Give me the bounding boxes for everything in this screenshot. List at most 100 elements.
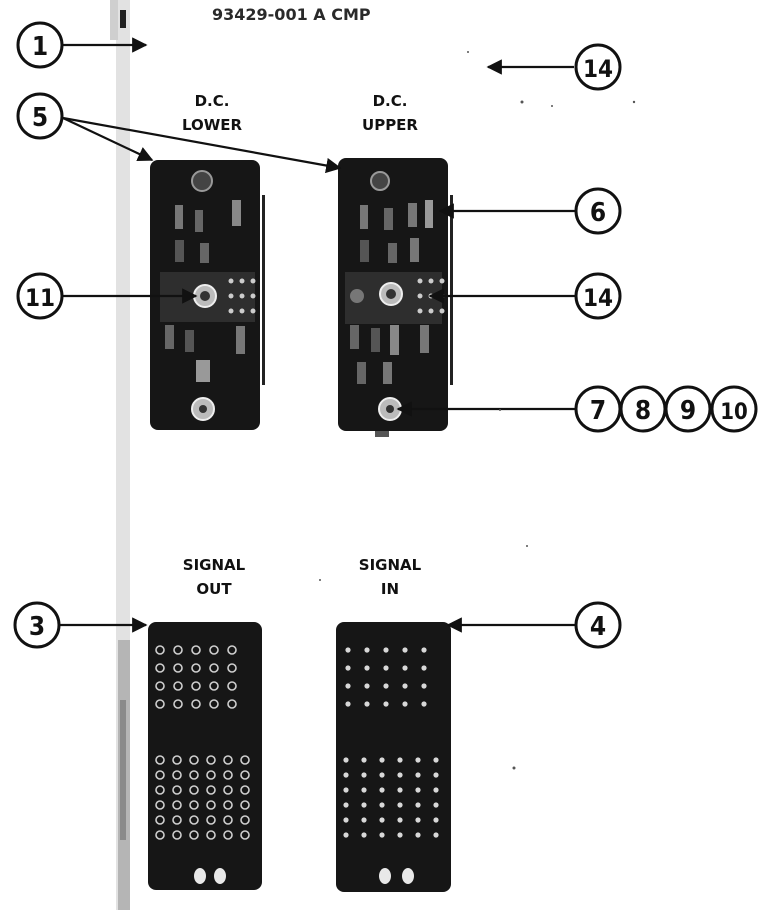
connector-pin	[223, 815, 233, 825]
connector-pin	[206, 815, 216, 825]
connector-pin	[240, 815, 250, 825]
connector-pin	[206, 755, 216, 765]
callout-3: 3	[13, 601, 61, 649]
connector-pin	[397, 817, 403, 823]
connector-pin	[173, 699, 183, 709]
connector-pin	[227, 663, 237, 673]
dc-lower-label-line1: D.C.	[195, 92, 230, 110]
connector-pin	[155, 815, 165, 825]
connector-pin	[415, 832, 421, 838]
connector-pin	[383, 665, 389, 671]
connector-pin	[397, 757, 403, 763]
connector-pin	[415, 802, 421, 808]
connector-pin	[223, 755, 233, 765]
leader-5-lower	[62, 117, 154, 162]
connector-pin	[189, 830, 199, 840]
connector-pin	[415, 817, 421, 823]
connector-pin	[361, 817, 367, 823]
connector-pin	[421, 647, 427, 653]
connector-pin	[155, 800, 165, 810]
signal-in-label-line2: IN	[381, 580, 399, 598]
connector-pin	[155, 645, 165, 655]
panel-header-text: 93429-001 A CMP	[212, 5, 371, 24]
connector-pin	[227, 681, 237, 691]
connector-pin	[191, 663, 201, 673]
callout-5-number: 5	[32, 103, 48, 133]
connector-pin	[189, 800, 199, 810]
connector-pin	[364, 665, 370, 671]
connector-pin	[383, 683, 389, 689]
connector-pin	[433, 757, 439, 763]
connector-pin	[421, 683, 427, 689]
signal-out-label-line1: SIGNAL	[183, 556, 246, 574]
panel-edge-shading	[110, 0, 130, 910]
callout-7-number: 7	[590, 396, 606, 426]
connector-pin	[364, 647, 370, 653]
callout-14-top-number: 14	[583, 55, 613, 83]
connector-pin	[379, 817, 385, 823]
connector-pin	[173, 663, 183, 673]
connector-pin	[155, 755, 165, 765]
callout-11-number: 11	[25, 284, 55, 312]
dc-upper-label-line2: UPPER	[362, 116, 418, 134]
signal-in-connector	[336, 622, 451, 892]
connector-pin	[397, 802, 403, 808]
callout-14-top: 14	[574, 43, 622, 91]
callout-6-number: 6	[590, 198, 606, 228]
connector-pin	[397, 772, 403, 778]
connector-pin	[155, 770, 165, 780]
connector-pin	[227, 645, 237, 655]
connector-pin	[421, 665, 427, 671]
connector-pin	[433, 832, 439, 838]
scan-specks	[319, 51, 636, 770]
connector-pin	[415, 787, 421, 793]
connector-pin	[223, 830, 233, 840]
connector-pin	[397, 787, 403, 793]
connector-pin	[345, 683, 351, 689]
connector-pin	[173, 645, 183, 655]
callout-5: 5	[16, 92, 64, 140]
connector-pin	[379, 757, 385, 763]
signal-out-label-line2: OUT	[196, 580, 232, 598]
dc-upper-connector	[338, 158, 453, 437]
connector-pin	[206, 800, 216, 810]
connector-pin	[397, 832, 403, 838]
connector-pin	[379, 787, 385, 793]
callout-6: 6	[574, 187, 622, 235]
connector-pin	[172, 830, 182, 840]
connector-pin	[209, 645, 219, 655]
connector-pin	[379, 802, 385, 808]
connector-pin	[240, 770, 250, 780]
connector-pin	[343, 787, 349, 793]
signal-in-label-line1: SIGNAL	[359, 556, 422, 574]
connector-pin	[189, 785, 199, 795]
connector-pin	[343, 817, 349, 823]
connector-pin	[227, 699, 237, 709]
connector-pin	[402, 665, 408, 671]
connector-pin	[361, 772, 367, 778]
connector-pin	[209, 681, 219, 691]
connector-pin	[421, 701, 427, 707]
connector-pin	[191, 681, 201, 691]
connector-pin	[361, 757, 367, 763]
connector-pin	[433, 772, 439, 778]
connector-pin	[191, 699, 201, 709]
callout-14-mid: 14	[574, 272, 622, 320]
connector-pin	[189, 815, 199, 825]
leader-5-upper	[62, 116, 342, 174]
connector-pin	[172, 755, 182, 765]
connector-pin	[172, 800, 182, 810]
connector-pin	[345, 647, 351, 653]
callout-8-number: 8	[635, 396, 651, 426]
connector-pin	[206, 770, 216, 780]
connector-pin	[172, 785, 182, 795]
connector-pin	[433, 787, 439, 793]
connector-pin	[379, 832, 385, 838]
callout-9: 9	[664, 385, 712, 433]
connector-pin	[383, 647, 389, 653]
connector-pin	[415, 757, 421, 763]
callout-8: 8	[619, 385, 667, 433]
dc-lower-label-line2: LOWER	[182, 116, 243, 134]
